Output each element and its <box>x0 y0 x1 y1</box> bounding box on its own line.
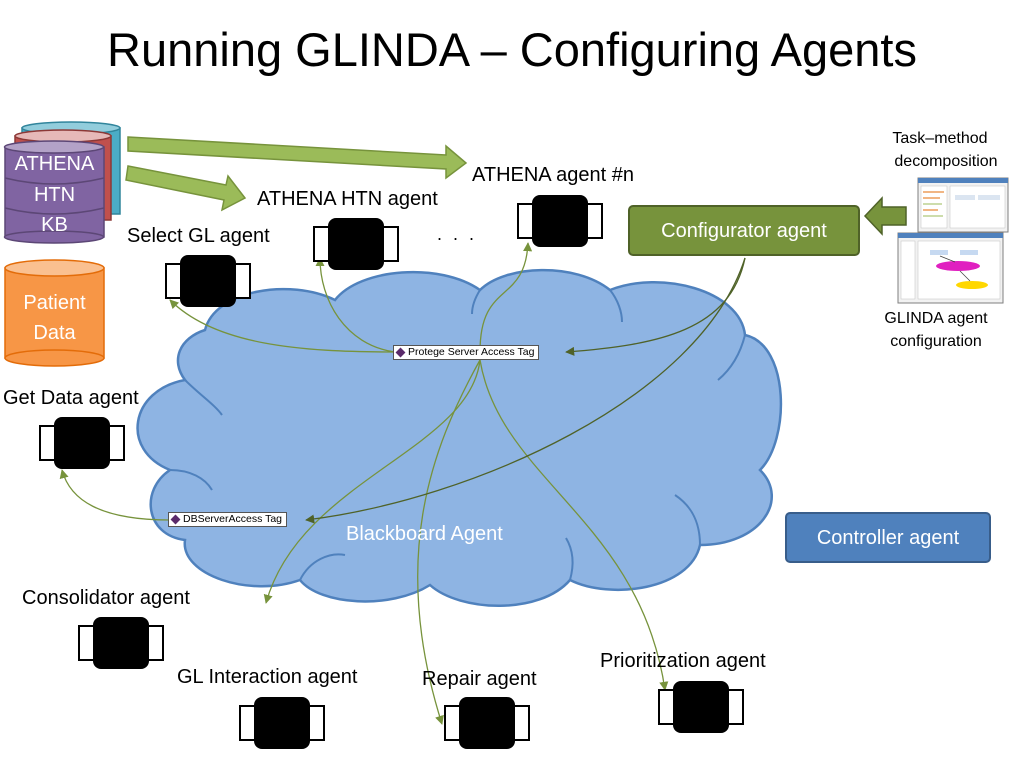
task-method-screenshot <box>917 177 1009 233</box>
tag-diamond-icon <box>170 514 181 525</box>
connector-to-prioritization <box>479 359 669 691</box>
repair-agent-icon[interactable] <box>444 697 530 749</box>
configurator-agent-box[interactable]: Configurator agent <box>628 205 860 256</box>
athena-htn-agent-label: ATHENA HTN agent <box>257 188 438 210</box>
big-arrow-to-athena-n <box>127 136 468 180</box>
connector-to-gl-interaction <box>263 359 481 604</box>
tag-diamond-icon <box>395 347 406 358</box>
consolidator-agent-label: Consolidator agent <box>22 587 190 609</box>
get-data-agent-label: Get Data agent <box>3 387 139 409</box>
blackboard-agent-label: Blackboard Agent <box>346 523 503 545</box>
patient-data-label-line2: Data <box>33 322 76 344</box>
task-method-caption-line2: decomposition <box>894 153 998 170</box>
task-method-caption-line1: Task–method <box>892 130 988 147</box>
repair-agent-label: Repair agent <box>422 668 537 690</box>
controller-agent-label: Controller agent <box>816 526 960 549</box>
blackboard-cloud[interactable] <box>136 268 783 607</box>
big-arrow-to-athena-htn <box>125 165 247 212</box>
consolidator-agent-icon[interactable] <box>78 617 164 669</box>
patient-data-cylinder <box>4 259 105 367</box>
gl-interaction-agent-label: GL Interaction agent <box>177 666 358 688</box>
athena-n-agent-icon[interactable] <box>517 195 603 247</box>
kb-label-kb: KB <box>41 214 68 236</box>
glinda-config-caption-line1: GLINDA agent <box>884 310 988 327</box>
connector-to-select-gl <box>169 299 396 353</box>
kb-label-athena: ATHENA <box>14 153 95 175</box>
connector-to-athena-htn <box>315 257 396 353</box>
patient-data-label-line1: Patient <box>23 292 86 314</box>
connector-to-get-data <box>59 469 171 521</box>
db-server-access-tag[interactable]: DBServerAccess Tag <box>168 512 288 527</box>
select-gl-agent-icon[interactable] <box>165 255 251 307</box>
big-arrow-to-configurator <box>863 196 907 236</box>
kb-database-stack <box>3 121 121 244</box>
glinda-config-screenshot <box>897 232 1004 304</box>
more-agents-ellipsis: . . . <box>437 224 478 244</box>
configurator-agent-label: Configurator agent <box>661 219 827 242</box>
athena-htn-agent-icon[interactable] <box>313 218 399 270</box>
prioritization-agent-label: Prioritization agent <box>600 650 766 672</box>
protege-server-access-tag[interactable]: Protege Server Access Tag <box>393 345 540 360</box>
slide-title: Running GLINDA – Configuring Agents <box>107 23 917 76</box>
prioritization-agent-icon[interactable] <box>658 681 744 733</box>
gl-interaction-agent-icon[interactable] <box>239 697 325 749</box>
protege-tag-label: Protege Server Access Tag <box>408 346 535 358</box>
kb-label-htn: HTN <box>33 184 76 206</box>
athena-n-agent-label: ATHENA agent #n <box>472 164 634 186</box>
controller-agent-box[interactable]: Controller agent <box>785 512 991 563</box>
connector-to-repair <box>417 359 481 725</box>
db-tag-label: DBServerAccess Tag <box>183 513 283 525</box>
connector-configurator-to-db <box>305 257 746 524</box>
connector-configurator-to-protege <box>565 257 746 356</box>
glinda-config-caption-line2: configuration <box>890 333 982 350</box>
connector-to-athena-n <box>479 242 533 353</box>
select-gl-agent-label: Select GL agent <box>127 225 270 247</box>
get-data-agent-icon[interactable] <box>39 417 125 469</box>
